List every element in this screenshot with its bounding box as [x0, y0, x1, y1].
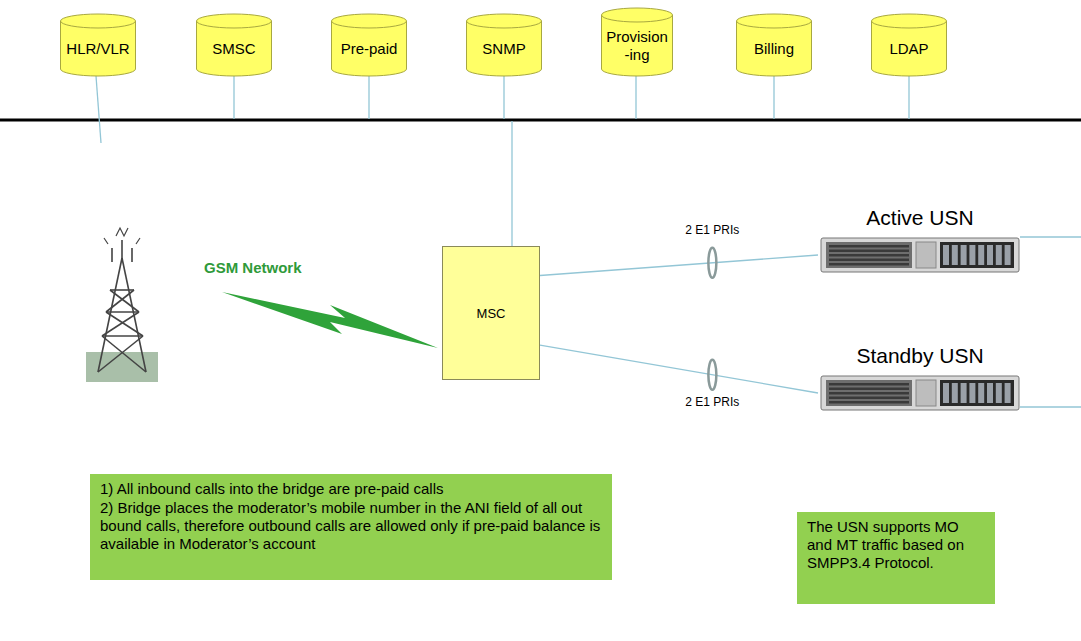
server-uplink [1020, 406, 1081, 407]
node-label: LDAP [889, 40, 928, 58]
database-cylinder: SMSC [196, 14, 272, 76]
database-cylinder: HLR/VLR [60, 14, 136, 76]
node-label: HLR/VLR [66, 40, 129, 58]
node-label: SNMP [482, 40, 525, 58]
database-cylinder: Billing [736, 14, 812, 76]
bus-drop [503, 76, 504, 119]
database-cylinder: LDAP [871, 14, 947, 76]
note-box: 1) All inbound calls into the bridge are… [90, 474, 612, 580]
msc-box: MSC [442, 246, 540, 380]
node-label: MSC [477, 306, 506, 321]
cell-tower [86, 228, 158, 382]
bus-drops [96, 76, 909, 246]
link-label: 2 E1 PRIs [683, 395, 741, 409]
trunk-bundle-ring [708, 248, 716, 278]
server-illustration [820, 237, 1020, 273]
node-label: SMSC [212, 40, 255, 58]
note-text: 1) All inbound calls into the bridge are… [100, 480, 602, 498]
link-label: 2 E1 PRIs [683, 223, 741, 237]
database-cylinder: Provision -ing [601, 8, 673, 76]
note-text: The USN supports MO and MT traffic based… [807, 518, 985, 572]
tower-base [86, 352, 158, 382]
server-uplink [1020, 236, 1081, 237]
node-label: Billing [754, 40, 794, 58]
database-cylinder: Pre-paid [331, 14, 407, 76]
msc-bus-link [511, 121, 512, 246]
e1-link [540, 345, 818, 393]
note-box: The USN supports MO and MT traffic based… [797, 512, 995, 604]
note-text: 2) Bridge places the moderator’s mobile … [100, 499, 602, 553]
backbone-bus [0, 119, 1081, 122]
e1-link [540, 255, 818, 275]
bus-drop [635, 76, 636, 119]
database-cylinder: SNMP [466, 14, 542, 76]
bus-drop [773, 76, 774, 119]
bus-drop [96, 76, 101, 143]
server-node: Active USN [818, 205, 1022, 275]
server-label: Standby USN [818, 343, 1022, 369]
server-label: Active USN [818, 205, 1022, 231]
bus-drop [233, 76, 234, 119]
node-label: Pre-paid [341, 40, 398, 58]
bus-drop [908, 76, 909, 119]
trunk-bundle-ring [708, 360, 716, 390]
network-label: GSM Network [204, 259, 302, 276]
node-label: Provision -ing [604, 28, 670, 64]
gsm-bolt [222, 292, 438, 348]
bus-drop [368, 76, 369, 119]
server-illustration [820, 375, 1020, 411]
server-node: Standby USN [818, 343, 1022, 413]
